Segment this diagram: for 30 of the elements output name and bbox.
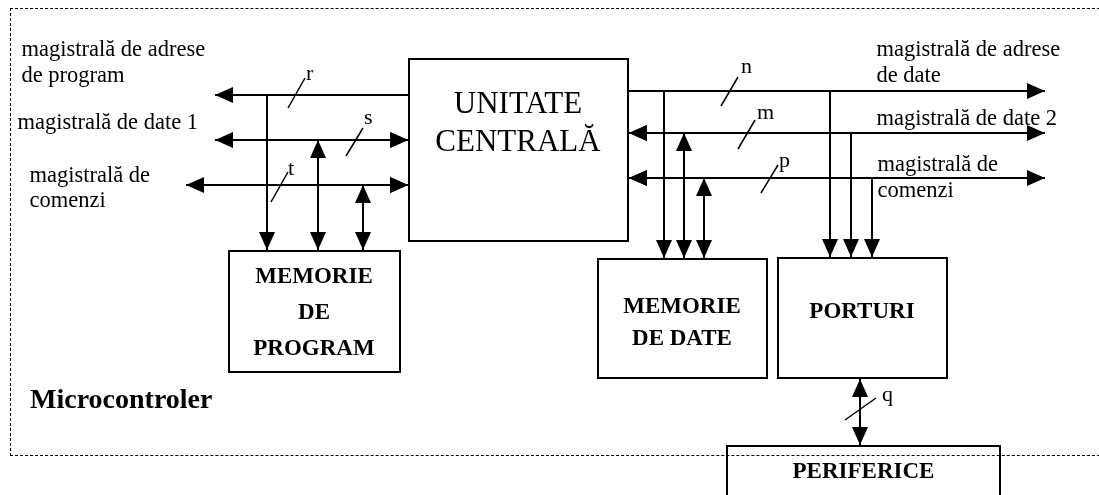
edge-label: m xyxy=(757,101,775,123)
module-block xyxy=(596,257,768,379)
bus-arrow xyxy=(628,90,838,258)
bus-label: magistrală de adrese de date xyxy=(876,35,1085,88)
cpu-block xyxy=(407,57,629,242)
block-title: MEMORIE DE PROGRAM xyxy=(252,261,376,362)
edge-label: n xyxy=(741,55,752,77)
bus-label: magistrală de adrese de program xyxy=(21,35,214,88)
module-block xyxy=(726,445,1001,495)
bus-label: magistrală de comenzi xyxy=(29,161,185,212)
bus-label: magistrală de date 1 xyxy=(17,109,199,134)
edge-label: q xyxy=(882,383,893,405)
microcontroller-boundary xyxy=(10,8,1099,456)
edge-label: s xyxy=(364,106,373,128)
bus-label: magistrală de comenzi xyxy=(877,150,1028,203)
block-title: PERIFERICE xyxy=(792,457,935,485)
module-block xyxy=(227,249,401,373)
bus-arrow xyxy=(852,378,868,446)
bus-label: magistrală de date 2 xyxy=(876,105,1058,130)
bus-arrow xyxy=(310,132,409,251)
edge-label: r xyxy=(306,62,314,84)
bus-arrow xyxy=(259,94,409,251)
block-title: PORTURI xyxy=(809,296,915,325)
edge-label: p xyxy=(779,149,790,171)
module-block xyxy=(776,256,948,379)
block-title: UNITATE CENTRALĂ xyxy=(434,83,602,160)
block-title: MEMORIE DE DATE xyxy=(622,291,742,352)
boundary-title: Microcontroler xyxy=(30,383,213,415)
bus-arrow xyxy=(355,177,409,251)
edge-label: t xyxy=(288,157,295,179)
